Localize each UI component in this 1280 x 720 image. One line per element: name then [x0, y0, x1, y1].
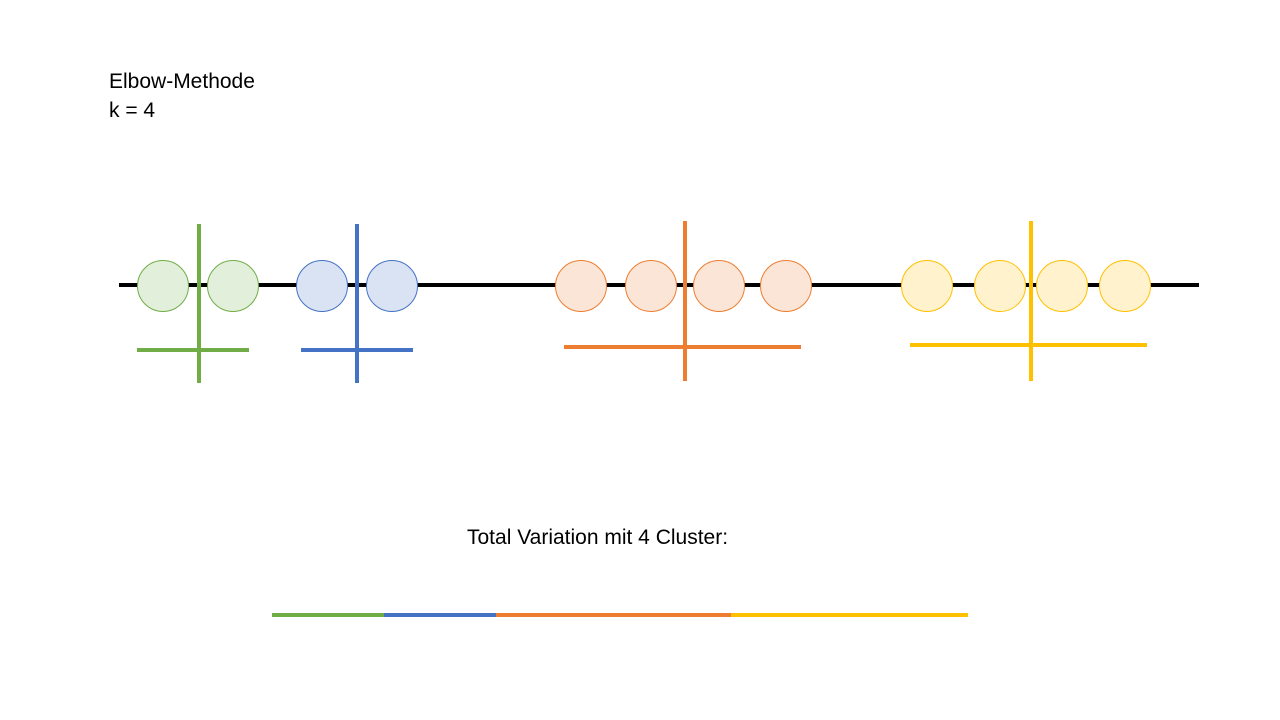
clusters	[137, 221, 1151, 383]
data-point-orange-1	[555, 260, 607, 312]
data-point-green-2	[207, 260, 259, 312]
cluster-green	[137, 224, 259, 383]
data-point-blue-2	[366, 260, 418, 312]
data-point-yellow-2	[974, 260, 1026, 312]
cluster-yellow	[901, 221, 1151, 381]
data-point-blue-1	[296, 260, 348, 312]
data-point-yellow-3	[1036, 260, 1088, 312]
heading: Elbow-Methode k = 4	[109, 67, 255, 125]
data-point-orange-4	[760, 260, 812, 312]
data-point-yellow-4	[1099, 260, 1151, 312]
data-point-orange-2	[625, 260, 677, 312]
data-point-orange-3	[693, 260, 745, 312]
method-title: Elbow-Methode	[109, 70, 255, 93]
data-point-yellow-1	[901, 260, 953, 312]
data-point-green-1	[137, 260, 189, 312]
cluster-orange	[555, 221, 812, 381]
k-label: k = 4	[109, 99, 156, 122]
cluster-blue	[296, 224, 418, 383]
total-variation-caption: Total Variation mit 4 Cluster:	[467, 526, 729, 549]
